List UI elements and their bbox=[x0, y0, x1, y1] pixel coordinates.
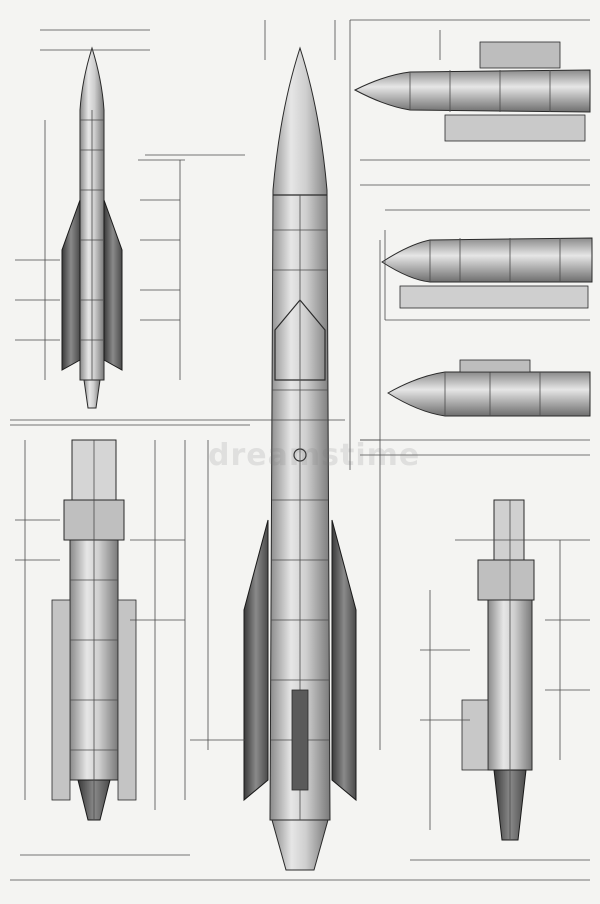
watermark: dreamstime bbox=[208, 438, 421, 473]
rocket-top-view-3 bbox=[360, 359, 591, 456]
rocket-main-view bbox=[190, 46, 381, 871]
rocket-top-view-1 bbox=[353, 30, 591, 186]
rocket-cutaway-left bbox=[15, 439, 186, 821]
rocket-side-view-small bbox=[15, 29, 245, 409]
rocket-top-view-2 bbox=[381, 209, 593, 321]
rocket-cutaway-right bbox=[420, 499, 590, 841]
